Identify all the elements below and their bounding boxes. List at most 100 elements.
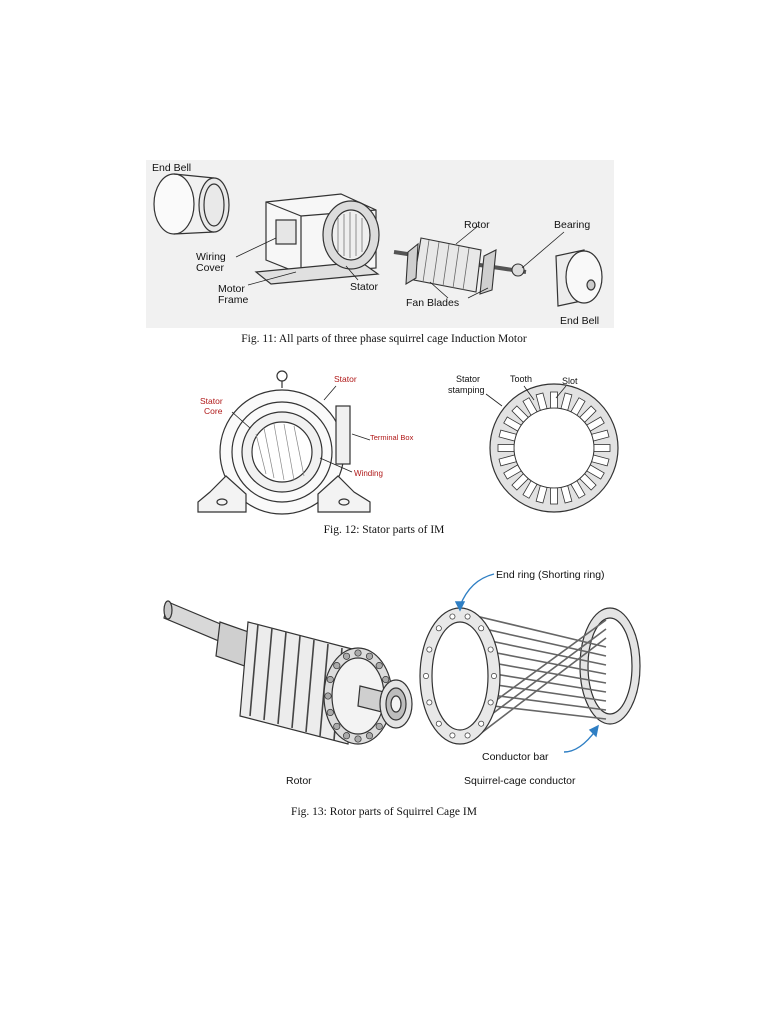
end-ring-hole <box>426 699 433 706</box>
stator-slot <box>570 397 586 416</box>
end-ring-hole <box>491 673 497 679</box>
end-ring-bolt <box>365 652 374 660</box>
stator-slot <box>522 480 538 499</box>
end-ring-bolt <box>333 722 341 730</box>
stator-slot <box>579 473 597 491</box>
end-ring-hole <box>464 613 471 620</box>
fig11-svg: End Bell Wiring Cover Motor Frame Stator… <box>146 160 614 328</box>
end-ring-hole <box>478 720 485 727</box>
end-ring-holes <box>423 613 497 739</box>
stator-slot <box>535 392 548 411</box>
stator-slot <box>511 405 529 423</box>
rotor-label: Rotor <box>464 219 490 231</box>
stator-core-label-line1: Stator <box>200 396 223 406</box>
slot-label: Slot <box>562 376 578 386</box>
wiring-cover-label-line2: Cover <box>196 262 225 274</box>
end-ring-bolt <box>382 675 390 684</box>
stator-slot <box>560 485 573 504</box>
end-ring-bolt <box>326 675 334 684</box>
fig13-svg: End ring (Shorting ring) Conductor bar R… <box>163 569 641 787</box>
rotor-drawing <box>393 237 527 295</box>
end-ring-bolt <box>375 662 383 670</box>
fig11-exploded-motor-diagram: End Bell Wiring Cover Motor Frame Stator… <box>146 160 614 328</box>
end-ring-hole <box>435 720 442 727</box>
end-ring-hole <box>478 625 485 632</box>
end-ring-hole <box>449 613 456 620</box>
stator-slot <box>503 416 522 432</box>
conductor-bar <box>475 637 607 738</box>
stator-slot <box>570 480 586 499</box>
squirrel-cage-conductor-label: Squirrel-cage conductor <box>464 775 576 787</box>
conductor-bar <box>475 637 607 666</box>
stator-slot <box>498 454 517 467</box>
rotor-core-drawing <box>163 600 413 745</box>
stator-slot <box>511 473 529 491</box>
end-ring-bolt <box>326 708 334 717</box>
end-bell-left-label: End Bell <box>152 162 191 174</box>
fig12-svg: Stator Stator Core Terminal Box Winding … <box>197 370 619 515</box>
fig12-caption: Fig. 12: Stator parts of IM <box>323 524 445 536</box>
end-ring-bolt <box>354 649 362 657</box>
stator-slot <box>522 397 538 416</box>
stator-housing-drawing <box>197 370 371 515</box>
stator-slot <box>497 444 515 452</box>
stator-label: Stator <box>350 281 379 293</box>
stator-slot <box>498 429 517 442</box>
end-bell-right-drawing <box>555 249 603 307</box>
stator-stamping-drawing <box>489 383 619 513</box>
wiring-cover-label-line1: Wiring <box>196 251 226 263</box>
conductor-bar <box>475 626 607 657</box>
end-ring-label: End ring (Shorting ring) <box>496 569 605 581</box>
end-ring-hole <box>423 673 429 679</box>
stator-slots <box>497 391 611 505</box>
end-bell-right-label: End Bell <box>560 315 599 327</box>
conductor-bar <box>475 615 607 648</box>
motor-frame-label-line1: Motor <box>218 283 245 295</box>
stator-slot <box>591 454 610 467</box>
end-ring-hole <box>426 646 433 653</box>
stator-slot <box>593 444 611 452</box>
stator-stamping-label-line1: Stator <box>456 374 480 384</box>
end-ring-bolt <box>365 732 374 740</box>
stator-slot <box>503 464 522 480</box>
end-ring-bolt <box>342 652 351 660</box>
stator-slot <box>586 464 605 480</box>
end-ring-hole <box>487 646 494 653</box>
stator-label: Stator <box>334 374 357 384</box>
end-ring-bolt <box>375 722 383 730</box>
tooth-label: Tooth <box>510 374 532 384</box>
end-ring-bolt <box>342 732 351 740</box>
squirrel-cage-drawing <box>419 607 641 745</box>
stator-slot <box>550 487 558 505</box>
end-ring-hole <box>435 625 442 632</box>
end-ring-bolt <box>324 692 332 700</box>
stator-slot <box>579 405 597 423</box>
end-ring-bolt <box>333 662 341 670</box>
stator-stamping-label-line2: stamping <box>448 385 485 395</box>
stator-slot <box>550 391 558 409</box>
fig11-caption: Fig. 11: All parts of three phase squirr… <box>241 333 527 345</box>
end-ring-bolt <box>354 735 362 743</box>
fan-blades-label: Fan Blades <box>406 297 459 309</box>
motor-frame-label-line2: Frame <box>218 294 248 306</box>
rotor-label: Rotor <box>286 775 312 787</box>
conductor-bar <box>475 703 607 720</box>
fig13-caption: Fig. 13: Rotor parts of Squirrel Cage IM <box>291 806 477 818</box>
stator-slot <box>591 429 610 442</box>
conductor-bar-label: Conductor bar <box>482 751 549 763</box>
stator-core-label-line2: Core <box>204 406 223 416</box>
terminal-box-label: Terminal Box <box>370 433 414 442</box>
bearing-label: Bearing <box>554 219 590 231</box>
stator-slot <box>586 416 605 432</box>
conductor-bar <box>475 628 607 727</box>
winding-label: Winding <box>354 469 383 478</box>
end-ring-hole <box>487 699 494 706</box>
fig12-stator-diagram: Stator Stator Core Terminal Box Winding … <box>186 364 626 524</box>
end-bell-left-drawing <box>153 173 230 235</box>
stator-slot <box>560 392 573 411</box>
end-ring-hole <box>449 732 456 739</box>
fig13-rotor-diagram: End ring (Shorting ring) Conductor bar R… <box>160 566 644 788</box>
end-ring-hole <box>464 732 471 739</box>
stator-slot <box>535 485 548 504</box>
motor-frame-drawing <box>254 193 380 285</box>
